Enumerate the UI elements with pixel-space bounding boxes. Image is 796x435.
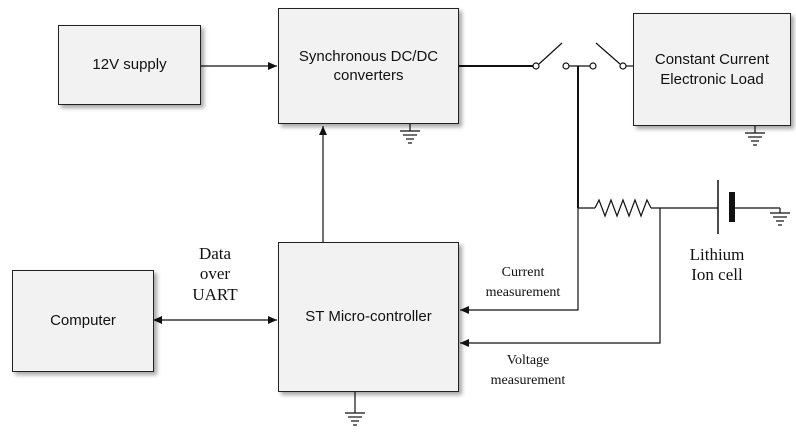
voltage-measurement-wire [460,208,661,347]
converter-ground-icon [400,124,420,144]
load-block: Constant Current Electronic Load [633,13,791,126]
computer-block: Computer [12,270,154,372]
converter-block: Synchronous DC/DC converters [278,8,459,124]
shunt-resistor [594,198,652,218]
supply-block: 12V supply [58,25,201,105]
uart-label: Data over UART [192,244,238,304]
switch-2 [589,42,627,70]
switch-1 [532,42,570,70]
current-measurement-label: Current measurement [485,265,561,301]
voltage-measurement-label: Voltage measurement [490,353,566,389]
mcu-ground-icon [345,392,365,426]
cell-label: Lithium Ion cell [689,245,745,285]
battery-ground-icon [770,208,790,226]
mcu-block: ST Micro-controller [278,242,459,392]
battery-symbol [717,180,780,234]
load-ground-icon [745,126,765,146]
current-measurement-wire [460,208,579,314]
